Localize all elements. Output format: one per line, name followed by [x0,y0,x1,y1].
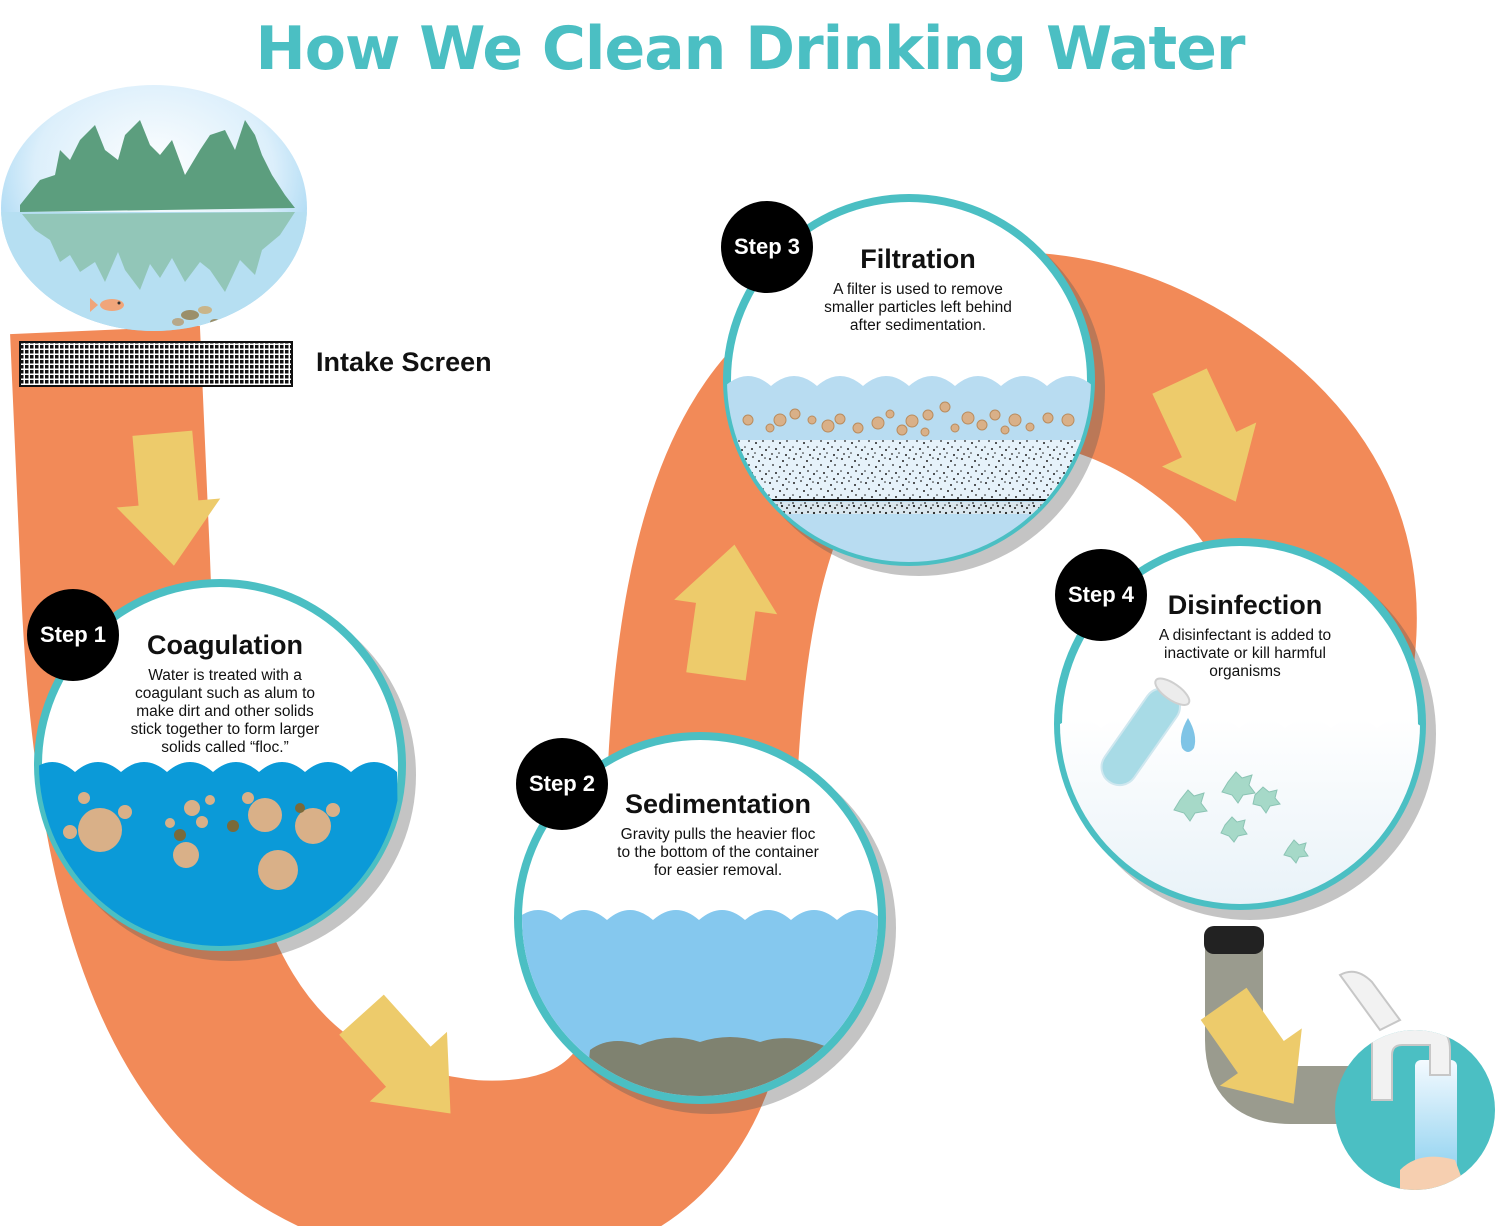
filtration-circle [723,194,1105,576]
glass-icon [1415,1060,1457,1180]
step-4-title: Disinfection [1167,590,1323,620]
flow-arrow-icon [116,368,1302,1114]
step-3-badge: Step 3 [721,201,813,293]
step-2-title: Sedimentation [624,789,812,819]
pipe-cap [1204,926,1264,954]
intake-screen-label: Intake Screen [316,347,492,377]
step-1-description: Water is treated with a coagulant such a… [130,667,320,756]
step-2-description: Gravity pulls the heavier floc to the bo… [617,826,819,879]
step-2-text: Sedimentation Gravity pulls the heavier … [600,789,836,880]
step-4-badge: Step 4 [1055,549,1147,641]
step-1-text: Coagulation Water is treated with a coag… [110,630,340,757]
faucet-icon [1335,970,1495,1190]
intake-screen-icon [19,341,293,387]
step-3-title: Filtration [860,244,976,274]
disinfection-circle [1054,538,1436,920]
coagulation-circle [34,579,416,961]
sedimentation-circle [514,732,896,1114]
step-1-badge: Step 1 [27,589,119,681]
step-3-text: Filtration A filter is used to remove sm… [800,244,1036,335]
step-4-description: A disinfectant is added to inactivate or… [1158,627,1332,680]
step-1-title: Coagulation [147,630,303,660]
page-title: How We Clean Drinking Water [255,14,1246,84]
forest-lake-icon [1,85,307,331]
step-3-description: A filter is used to remove smaller parti… [824,281,1012,334]
test-tube-icon [1100,677,1191,787]
step-4-text: Disinfection A disinfectant is added to … [1130,590,1360,681]
step-2-badge: Step 2 [516,738,608,830]
